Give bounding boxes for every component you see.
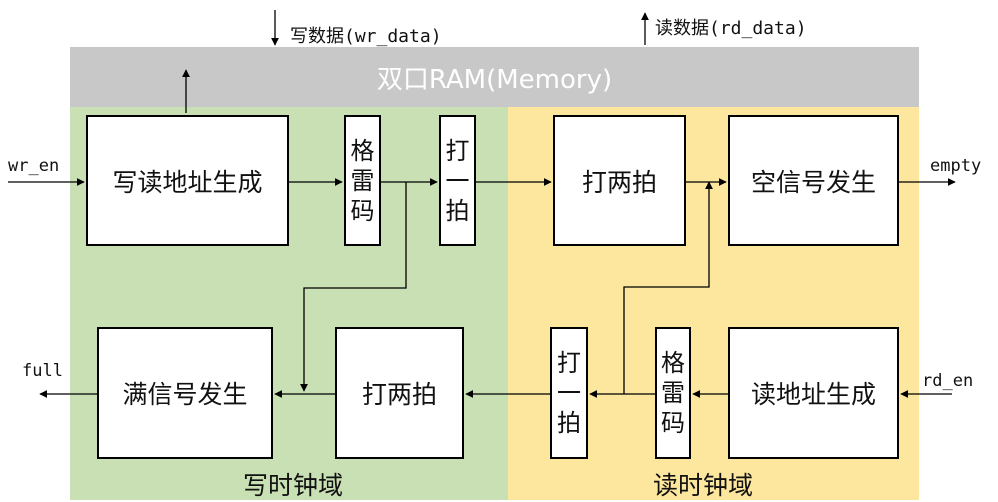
gray-code-write-block: 格 雷 码: [344, 115, 381, 246]
write-clock-domain-label: 写时钟域: [243, 471, 344, 500]
gray-code-char-1: 格: [350, 136, 375, 165]
gray-code-char-3: 码: [350, 196, 375, 225]
empty-signal-generator-label: 空信号发生: [750, 167, 876, 197]
sync-r-char-1: 打: [557, 349, 581, 377]
sync-char-3: 拍: [445, 196, 470, 225]
write-read-address-generator-label: 写读地址生成: [112, 167, 263, 197]
dual-port-ram-region: [70, 47, 919, 107]
sync-one-beat-read-block: 打 一 拍: [550, 327, 588, 459]
write-read-address-generator: 写读地址生成: [86, 115, 289, 246]
double-sync-read-label: 打两拍: [581, 167, 657, 197]
sync-char-1: 打: [445, 136, 470, 165]
sync-r-char-2: 一: [557, 379, 581, 407]
read-address-generator-label: 读地址生成: [750, 380, 876, 409]
wr-en-label: wr_en: [8, 156, 60, 176]
full-label: full: [22, 361, 63, 381]
read-address-generator: 读地址生成: [728, 327, 899, 459]
double-sync-read-block: 打两拍: [553, 115, 686, 246]
sync-char-2: 一: [445, 166, 470, 195]
rd-data-label: 读数据(rd_data): [655, 18, 807, 39]
full-signal-generator-label: 满信号发生: [122, 380, 248, 409]
gray-r-char-3: 码: [661, 409, 685, 437]
double-sync-write-label: 打两拍: [361, 380, 437, 409]
read-pointer-to-empty-arrow: [623, 181, 713, 394]
rd-en-label: rd_en: [922, 371, 974, 391]
empty-signal-generator: 空信号发生: [728, 115, 899, 246]
empty-label: empty: [930, 156, 982, 176]
sync-r-char-3: 拍: [557, 409, 581, 437]
write-pointer-to-full-arrow: [300, 182, 407, 392]
gray-r-char-1: 格: [661, 349, 685, 377]
full-signal-generator: 满信号发生: [97, 327, 273, 459]
sync-one-beat-write-block: 打 一 拍: [439, 115, 476, 246]
wr-data-label: 写数据(wr_data): [290, 26, 442, 47]
gray-code-char-2: 雷: [350, 166, 375, 195]
gray-r-char-2: 雷: [661, 379, 685, 407]
ram-title: 双口RAM(Memory): [376, 64, 613, 95]
gray-code-read-block: 格 雷 码: [655, 327, 691, 459]
double-sync-write-block: 打两拍: [335, 327, 464, 459]
read-clock-domain-label: 读时钟域: [653, 471, 754, 500]
